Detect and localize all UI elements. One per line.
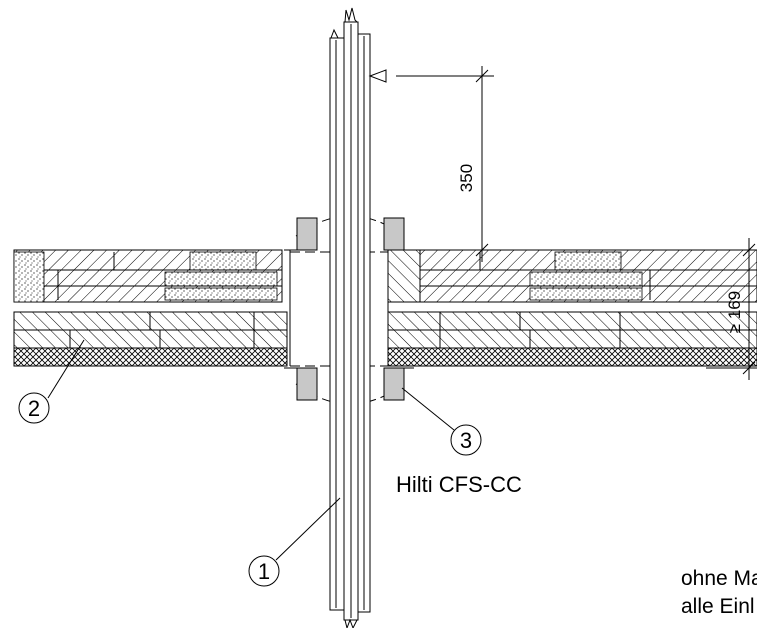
dimension-thickness: ≥ 169 (706, 238, 757, 380)
callout-1-number: 1 (258, 559, 270, 584)
note-line-1: ohne Ma (681, 567, 757, 590)
callout-2-number: 2 (28, 396, 40, 421)
note-line-2: alle Einl (681, 595, 755, 618)
dimension-350: 350 (368, 66, 494, 262)
callout-1[interactable]: 1 (248, 497, 341, 587)
cable-bundle (329, 7, 371, 628)
slab-left (13, 249, 288, 367)
callout-3[interactable]: 3 (401, 387, 482, 456)
sealant-collars (284, 217, 414, 401)
product-label: Hilti CFS-CC (396, 472, 522, 497)
callout-2[interactable]: 2 (18, 339, 85, 424)
dimension-thickness-label: ≥ 169 (725, 291, 744, 333)
opening-edges (281, 249, 421, 366)
dimension-350-label: 350 (457, 164, 476, 192)
callout-3-number: 3 (460, 428, 472, 453)
slab-right (387, 249, 757, 367)
